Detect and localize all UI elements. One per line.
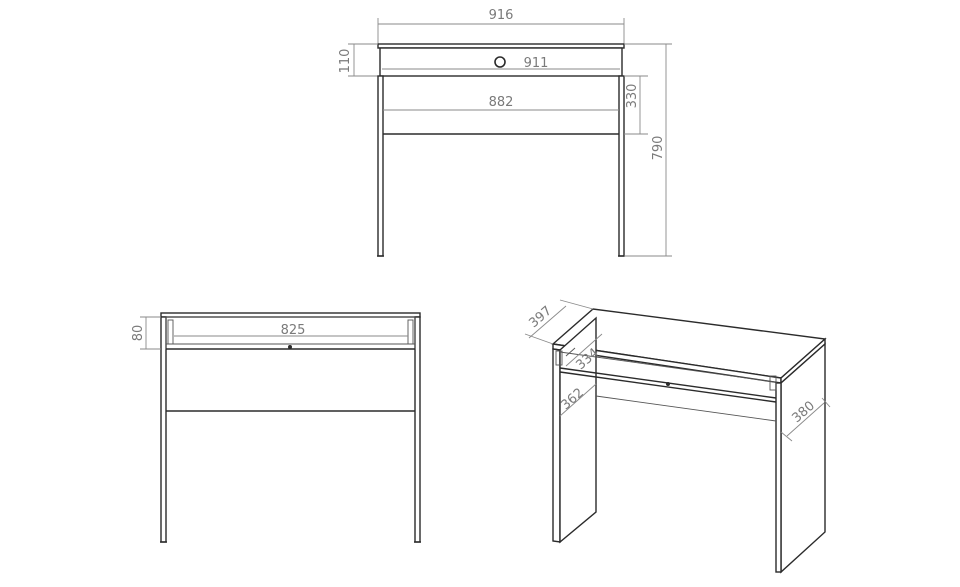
isometric-view: 397 334 362 380 xyxy=(524,299,831,574)
dim-total-height: 790 xyxy=(651,136,666,161)
iso-left-side xyxy=(559,316,597,544)
iso-back-rail xyxy=(595,395,777,422)
drawer-knob-icon xyxy=(494,56,506,68)
dim-width-total: 916 xyxy=(489,8,514,23)
dim-drawer-width: 911 xyxy=(524,56,549,71)
iso-left-front-edge xyxy=(552,348,561,543)
iso-right-side xyxy=(780,342,826,574)
section-view: 825 80 xyxy=(131,312,421,543)
dim-rail-height: 330 xyxy=(625,84,640,109)
front-view: 916 911 110 882 330 790 xyxy=(338,8,672,257)
right-leg xyxy=(618,75,625,257)
section-right-side xyxy=(414,316,421,543)
drawer-front xyxy=(379,47,623,77)
left-leg xyxy=(377,75,384,257)
dim-drawer-height: 110 xyxy=(338,49,353,74)
section-left-side xyxy=(160,316,167,543)
dim-section-drawer-width: 825 xyxy=(281,323,306,338)
dim-iso-depth-top: 397 xyxy=(526,304,555,332)
dim-inner-width: 882 xyxy=(489,95,514,110)
dim-section-drawer-height: 80 xyxy=(131,325,146,342)
section-tabletop xyxy=(160,312,421,318)
